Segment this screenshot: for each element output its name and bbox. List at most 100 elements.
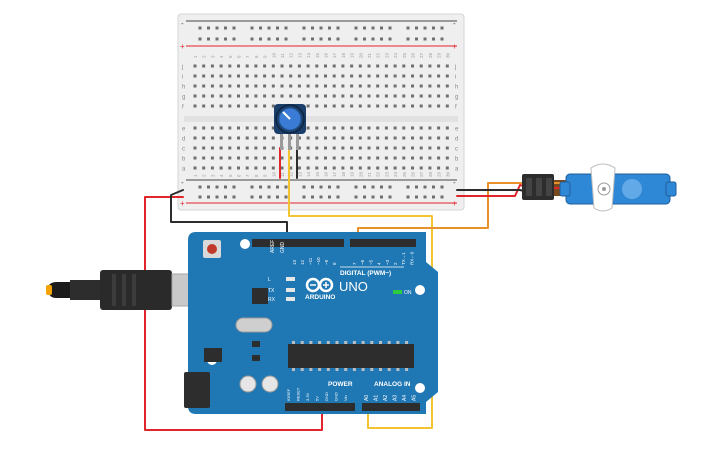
rail-hole[interactable] <box>250 185 254 189</box>
terminal-hole[interactable] <box>315 74 319 78</box>
potentiometer[interactable] <box>274 104 306 150</box>
terminal-hole[interactable] <box>402 146 406 150</box>
terminal-hole[interactable] <box>210 64 214 68</box>
terminal-hole[interactable] <box>306 126 310 130</box>
terminal-hole[interactable] <box>202 126 206 130</box>
rail-hole[interactable] <box>267 185 271 189</box>
rail-hole[interactable] <box>311 37 314 41</box>
rail-hole[interactable] <box>440 37 444 41</box>
rail-hole[interactable] <box>215 185 219 189</box>
terminal-hole[interactable] <box>237 166 240 170</box>
rail-hole[interactable] <box>302 37 306 41</box>
terminal-hole[interactable] <box>332 84 336 88</box>
terminal-hole[interactable] <box>219 156 223 160</box>
rail-hole[interactable] <box>432 26 435 30</box>
terminal-hole[interactable] <box>315 94 319 98</box>
terminal-hole[interactable] <box>263 146 267 150</box>
terminal-hole[interactable] <box>428 74 432 78</box>
terminal-hole[interactable] <box>315 156 319 160</box>
terminal-hole[interactable] <box>219 104 223 108</box>
terminal-hole[interactable] <box>228 166 232 170</box>
terminal-hole[interactable] <box>263 74 267 78</box>
terminal-hole[interactable] <box>324 146 327 150</box>
terminal-hole[interactable] <box>306 156 310 160</box>
rail-hole[interactable] <box>363 37 366 41</box>
rail-hole[interactable] <box>215 195 219 199</box>
terminal-hole[interactable] <box>245 156 249 160</box>
terminal-hole[interactable] <box>384 74 388 78</box>
terminal-hole[interactable] <box>437 166 441 170</box>
rail-hole[interactable] <box>284 26 288 30</box>
terminal-hole[interactable] <box>376 126 380 130</box>
rail-hole[interactable] <box>311 185 314 189</box>
terminal-hole[interactable] <box>280 84 284 88</box>
terminal-hole[interactable] <box>350 126 354 130</box>
terminal-hole[interactable] <box>358 74 362 78</box>
rail-hole[interactable] <box>354 26 358 30</box>
terminal-hole[interactable] <box>350 94 354 98</box>
rail-hole[interactable] <box>423 195 427 199</box>
rail-hole[interactable] <box>259 37 262 41</box>
terminal-hole[interactable] <box>237 156 240 160</box>
terminal-hole[interactable] <box>237 84 240 88</box>
terminal-hole[interactable] <box>341 146 345 150</box>
terminal-hole[interactable] <box>402 104 406 108</box>
terminal-hole[interactable] <box>280 94 284 98</box>
terminal-hole[interactable] <box>411 104 414 108</box>
rail-hole[interactable] <box>432 37 435 41</box>
terminal-hole[interactable] <box>445 74 449 78</box>
terminal-hole[interactable] <box>358 64 362 68</box>
terminal-hole[interactable] <box>306 136 310 140</box>
rail-hole[interactable] <box>388 185 392 189</box>
rail-hole[interactable] <box>250 195 254 199</box>
terminal-hole[interactable] <box>437 84 441 88</box>
terminal-hole[interactable] <box>324 64 327 68</box>
terminal-hole[interactable] <box>219 74 223 78</box>
terminal-hole[interactable] <box>245 136 249 140</box>
terminal-hole[interactable] <box>367 104 371 108</box>
terminal-hole[interactable] <box>306 64 310 68</box>
terminal-hole[interactable] <box>332 94 336 98</box>
rail-hole[interactable] <box>415 195 418 199</box>
terminal-hole[interactable] <box>384 104 388 108</box>
terminal-hole[interactable] <box>376 74 380 78</box>
terminal-hole[interactable] <box>202 104 206 108</box>
terminal-hole[interactable] <box>350 166 354 170</box>
terminal-hole[interactable] <box>193 84 197 88</box>
terminal-hole[interactable] <box>219 94 223 98</box>
terminal-hole[interactable] <box>419 136 423 140</box>
terminal-hole[interactable] <box>411 146 414 150</box>
terminal-hole[interactable] <box>297 136 301 140</box>
terminal-hole[interactable] <box>376 166 380 170</box>
terminal-hole[interactable] <box>297 156 301 160</box>
terminal-hole[interactable] <box>210 166 214 170</box>
terminal-hole[interactable] <box>202 74 206 78</box>
terminal-hole[interactable] <box>445 94 449 98</box>
terminal-hole[interactable] <box>419 104 423 108</box>
terminal-hole[interactable] <box>341 126 345 130</box>
terminal-hole[interactable] <box>367 126 371 130</box>
terminal-hole[interactable] <box>297 94 301 98</box>
terminal-hole[interactable] <box>202 166 206 170</box>
rail-hole[interactable] <box>406 195 410 199</box>
terminal-hole[interactable] <box>219 146 223 150</box>
terminal-hole[interactable] <box>350 136 354 140</box>
terminal-hole[interactable] <box>237 74 240 78</box>
rail-hole[interactable] <box>198 37 202 41</box>
terminal-hole[interactable] <box>384 94 388 98</box>
terminal-hole[interactable] <box>437 74 441 78</box>
terminal-hole[interactable] <box>341 104 345 108</box>
rail-hole[interactable] <box>380 195 383 199</box>
terminal-hole[interactable] <box>297 166 301 170</box>
terminal-hole[interactable] <box>289 84 293 88</box>
terminal-hole[interactable] <box>254 64 258 68</box>
terminal-hole[interactable] <box>280 156 284 160</box>
terminal-hole[interactable] <box>376 156 380 160</box>
terminal-hole[interactable] <box>384 126 388 130</box>
rail-hole[interactable] <box>388 26 392 30</box>
terminal-hole[interactable] <box>332 64 336 68</box>
terminal-hole[interactable] <box>289 156 293 160</box>
terminal-hole[interactable] <box>367 64 371 68</box>
terminal-hole[interactable] <box>324 166 327 170</box>
